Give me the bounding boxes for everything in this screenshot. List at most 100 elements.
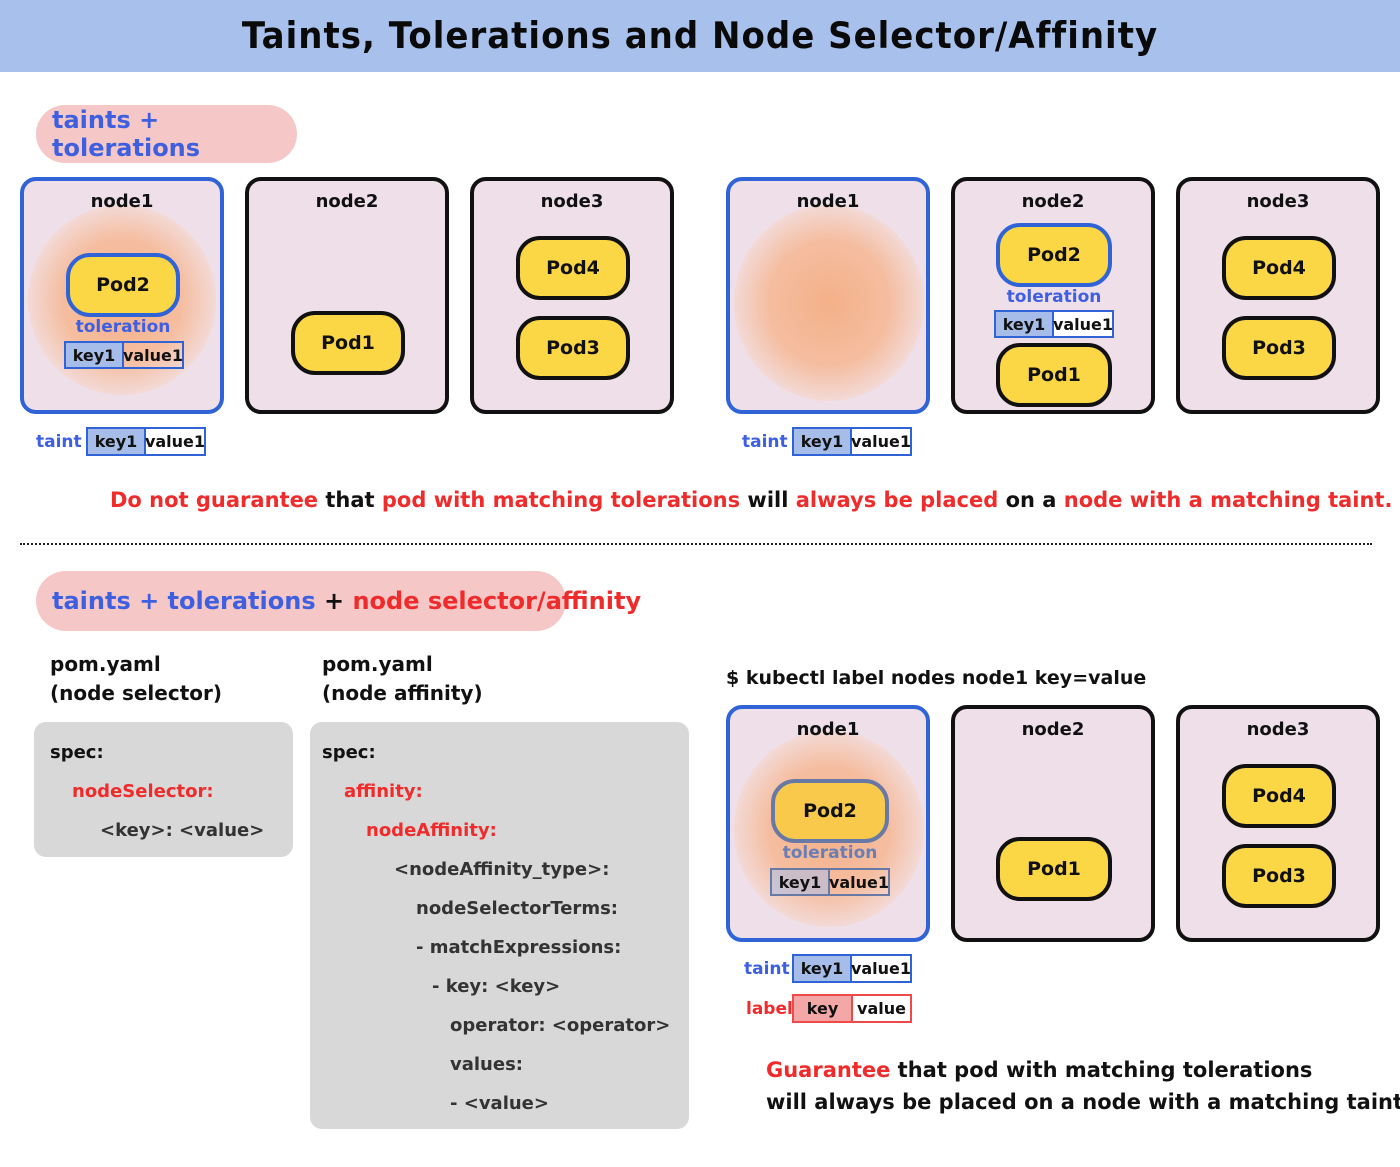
toleration-kv: key1 value1 [64,341,184,369]
section2-statement: Guarantee that pod with matching tolerat… [766,1054,1400,1118]
taint-key: key1 [88,429,146,454]
toleration-key: key1 [66,343,124,367]
selector-code-box: spec: nodeSelector: <key>: <value> [34,722,293,857]
code-line: <key>: <value> [100,820,265,841]
kubectl-command: $ kubectl label nodes node1 key=value [726,667,1147,689]
file-name: pom.yaml [50,652,161,676]
taint-value: value1 [851,956,911,981]
pod1: Pod1 [996,343,1112,407]
statement-part: pod with matching tolerations [381,488,741,512]
node-label: node1 [796,719,860,740]
section1-pill: taints + tolerations [36,105,297,163]
s1b-node3: node3 Pod4 Pod3 [1176,177,1380,414]
s1a-node3: node3 Pod4 Pod3 [470,177,674,414]
statement-part: Do not guarantee [110,488,319,512]
node-label: node3 [1246,191,1310,212]
toleration-label: toleration [75,317,171,337]
toleration-kv: key1 value1 [770,868,890,896]
pod2: Pod2 [996,223,1112,287]
node-label: node1 [796,191,860,212]
pod2: Pod2 [771,779,889,843]
watercolor-splash [734,205,924,401]
taint-kv: key1 value1 [86,427,206,456]
statement-part: node with a matching taint. [1063,488,1393,512]
code-line: nodeSelector: [72,781,214,802]
pod3: Pod3 [1222,316,1336,380]
toleration-key: key1 [996,312,1054,336]
taint-value: value1 [145,429,205,454]
section1-statement: Do not guarantee that pod with matching … [110,488,1392,512]
section2-pill: taints + tolerations + node selector/aff… [36,571,641,631]
pod2: Pod2 [66,253,180,317]
file-subtitle: (node affinity) [322,681,483,705]
section2-pill-plus: + [315,587,353,615]
code-line: spec: [50,742,104,763]
selector-file-title: pom.yaml (node selector) [50,650,222,708]
page-title: Taints, Tolerations and Node Selector/Af… [241,14,1159,58]
code-line: <nodeAffinity_type>: [394,859,610,880]
taint-kv: key1 value1 [792,427,912,456]
statement-part: will [740,488,796,512]
s1a-node2: node2 Pod1 [245,177,449,414]
toleration-value: value1 [828,872,890,892]
taint-key: key1 [794,429,852,454]
statement-line2: will always be placed on a node with a m… [766,1090,1400,1114]
label-key: key [794,996,853,1021]
title-banner: Taints, Tolerations and Node Selector/Af… [0,0,1400,72]
taint-kv: key1 value1 [792,954,912,983]
section-divider [20,543,1372,545]
code-line: spec: [322,742,376,763]
statement-part: always be placed [795,488,999,512]
s1a-node1: node1 Pod2 toleration key1 value1 [20,177,224,414]
node-label: node2 [315,191,379,212]
s1b-node1: node1 [726,177,930,414]
pod4: Pod4 [1222,236,1336,300]
taint-label: taint [36,432,82,452]
code-line: - key: <key> [432,976,561,997]
pod4: Pod4 [1222,764,1336,828]
node-label: node3 [540,191,604,212]
node-label: node2 [1021,719,1085,740]
label-kv: key value [792,994,912,1023]
statement-part: Guarantee [766,1058,891,1082]
affinity-file-title: pom.yaml (node affinity) [322,650,483,708]
file-subtitle: (node selector) [50,681,223,705]
s2-node2: node2 Pod1 [951,705,1155,942]
statement-part: that pod with matching tolerations [890,1058,1313,1082]
code-line: nodeAffinity: [366,820,497,841]
code-line: - <value> [450,1093,549,1114]
file-name: pom.yaml [322,652,433,676]
code-line: operator: <operator> [450,1015,671,1036]
label-label: label [746,999,793,1019]
statement-part: that [318,488,382,512]
statement-line1: Guarantee that pod with matching tolerat… [766,1054,1400,1086]
code-line: affinity: [344,781,423,802]
node-label: node2 [1021,191,1085,212]
toleration-label: toleration [782,843,878,863]
taint-label: taint [742,432,788,452]
section1-pill-label: taints + tolerations [52,106,201,162]
toleration-label: toleration [1006,287,1102,307]
section2-pill-part2: node selector/affinity [352,587,642,615]
node-label: node1 [90,191,154,212]
pod1: Pod1 [996,837,1112,901]
code-line: values: [450,1054,523,1075]
taint-label: taint [744,959,790,979]
taint-value: value1 [851,429,911,454]
taint-key: key1 [794,956,852,981]
toleration-value: value1 [122,345,184,365]
label-value: value [853,996,910,1021]
toleration-value: value1 [1053,312,1113,336]
toleration-kv: key1 value1 [994,310,1114,338]
statement-part: on a [998,488,1064,512]
code-line: nodeSelectorTerms: [416,898,618,919]
affinity-code-box: spec: affinity: nodeAffinity: <nodeAffin… [310,722,689,1129]
pod1: Pod1 [291,311,405,375]
pod3: Pod3 [1222,844,1336,908]
node-label: node3 [1246,719,1310,740]
section2-pill-part1: taints + tolerations [52,587,316,615]
code-line: - matchExpressions: [416,937,622,958]
pod4: Pod4 [516,236,630,300]
pod3: Pod3 [516,316,630,380]
s2-node1: node1 Pod2 toleration key1 value1 [726,705,930,942]
